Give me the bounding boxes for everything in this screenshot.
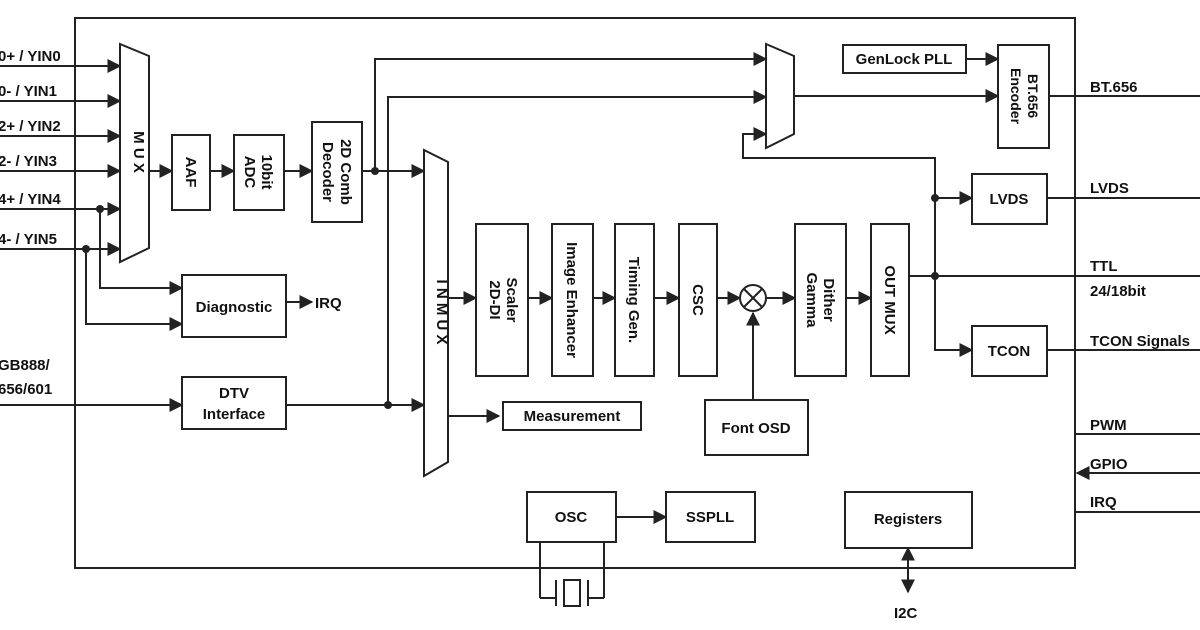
output-mux-block <box>765 42 795 150</box>
font-osd-label: Font OSD <box>721 420 790 437</box>
osc-block: OSC <box>526 491 617 543</box>
output-bt656: BT.656 <box>1090 79 1138 96</box>
input-yin1: 0- / YIN1 <box>0 83 57 100</box>
sspll-label: SSPLL <box>686 509 734 526</box>
adc-block: 10bit ADC <box>233 134 285 211</box>
input-yin3: 2- / YIN3 <box>0 153 57 170</box>
mixer-symbol <box>739 284 767 312</box>
diag-irq-label: IRQ <box>315 295 342 312</box>
comb-decoder-block: 2D Comb Decoder <box>311 121 363 223</box>
output-ttl-1: TTL <box>1090 258 1118 275</box>
input-gpio: GPIO <box>1090 456 1128 473</box>
scaler-label-2: 2D-DI <box>486 280 503 319</box>
scaler-label-1: Scaler <box>503 277 520 322</box>
bt656-label-2: Encoder <box>1008 68 1024 125</box>
comb-label-1: 2D Comb <box>337 139 354 205</box>
adc-label-2: ADC <box>241 156 258 189</box>
osc-label: OSC <box>555 509 588 526</box>
output-lvds: LVDS <box>1090 180 1129 197</box>
dither-label-2: Gamma <box>803 272 820 328</box>
adc-label-1: 10bit <box>258 154 275 189</box>
sspll-block: SSPLL <box>665 491 756 543</box>
aaf-block: AAF <box>171 134 211 211</box>
tcon-label: TCON <box>988 343 1031 360</box>
aaf-label: AAF <box>182 157 199 188</box>
output-labels: BT.656 LVDS TTL 24/18bit TCON Signals PW… <box>894 79 1190 622</box>
measurement-block: Measurement <box>502 401 642 431</box>
input-labels: 0+ / YIN0 0- / YIN1 2+ / YIN2 2- / YIN3 … <box>0 48 61 398</box>
dither-label-1: Dither <box>820 278 837 322</box>
output-pwm: PWM <box>1090 417 1127 434</box>
timing-gen-label: Timing Gen. <box>625 257 642 343</box>
out-mux-label: OUT MUX <box>881 265 898 334</box>
lvds-label: LVDS <box>990 191 1029 208</box>
timing-gen-block: Timing Gen. <box>614 223 655 377</box>
registers-label: Registers <box>874 511 942 528</box>
dtv-interface-block: DTV Interface <box>181 376 287 430</box>
output-ttl-2: 24/18bit <box>1090 283 1146 300</box>
diagnostic-block: Diagnostic <box>181 274 287 338</box>
comb-label-2: Decoder <box>319 142 336 202</box>
bus-i2c: I2C <box>894 605 918 622</box>
csc-block: CSC <box>678 223 718 377</box>
input-yin0: 0+ / YIN0 <box>0 48 61 65</box>
registers-block: Registers <box>844 491 973 549</box>
chip-boundary <box>74 17 1076 569</box>
font-osd-block: Font OSD <box>704 399 809 456</box>
out-mux-block: OUT MUX <box>870 223 910 377</box>
dtv-label-1: DTV <box>219 385 249 402</box>
in-mux-block: I N M U X <box>423 148 450 478</box>
image-enhancer-label: Image Enhancer <box>563 242 580 358</box>
bt656-label-1: BT.656 <box>1025 74 1041 119</box>
in-mux-label: I N M U X <box>433 279 450 344</box>
lvds-block: LVDS <box>971 173 1048 225</box>
scaler-block: Scaler 2D-DI <box>475 223 529 377</box>
input-rgb-1: GB888/ <box>0 357 51 374</box>
input-yin4: 4+ / YIN4 <box>0 191 61 208</box>
output-irq: IRQ <box>1090 494 1117 511</box>
output-tcon-signals: TCON Signals <box>1090 333 1190 350</box>
genlock-label: GenLock PLL <box>856 51 953 68</box>
image-enhancer-block: Image Enhancer <box>551 223 594 377</box>
wires <box>0 52 1200 607</box>
measurement-label: Measurement <box>524 408 621 425</box>
mux-label: M U X <box>130 131 147 173</box>
bt656-encoder-block: BT.656 Encoder <box>997 44 1050 149</box>
input-rgb-2: 656/601 <box>0 381 52 398</box>
genlock-pll-block: GenLock PLL <box>842 44 967 74</box>
dither-gamma-block: Dither Gamma <box>794 223 847 377</box>
input-yin2: 2+ / YIN2 <box>0 118 61 135</box>
dtv-label-2: Interface <box>203 406 266 423</box>
input-yin5: 4- / YIN5 <box>0 231 57 248</box>
tcon-block: TCON <box>971 325 1048 377</box>
csc-label: CSC <box>689 284 706 316</box>
diagnostic-label: Diagnostic <box>196 299 273 316</box>
mux-block: M U X <box>119 42 150 264</box>
